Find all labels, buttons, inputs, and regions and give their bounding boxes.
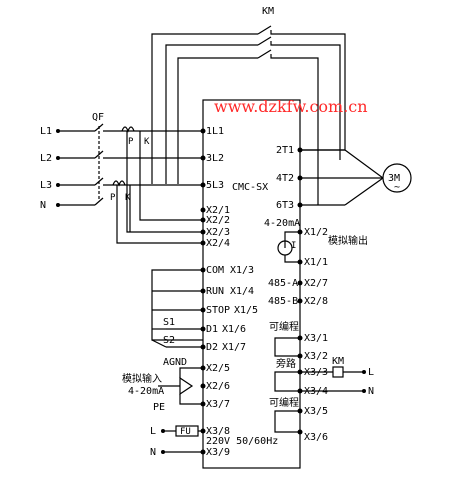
km-coil bbox=[332, 366, 344, 378]
power-l: L bbox=[150, 426, 156, 437]
term-d2: D2 bbox=[206, 342, 218, 353]
power-n: N bbox=[150, 447, 156, 458]
term-x25: X2/5 bbox=[206, 363, 230, 374]
mains-n: N bbox=[40, 200, 46, 211]
term-stop: STOP bbox=[206, 305, 230, 316]
term-x11: X1/1 bbox=[304, 257, 328, 268]
km-top-label: KM bbox=[262, 6, 274, 17]
ct-p2-label: P bbox=[110, 193, 116, 203]
term-x23: X2/3 bbox=[206, 227, 230, 238]
motor-label: 3M bbox=[388, 173, 400, 184]
term-x12: X1/2 bbox=[304, 227, 328, 238]
term-x21: X2/1 bbox=[206, 205, 230, 216]
analog-out-label: 模拟输出 bbox=[328, 234, 368, 247]
analog-in-ma: 4-20mA bbox=[128, 386, 164, 397]
term-x24: X2/4 bbox=[206, 238, 230, 249]
prog2-label: 可编程 bbox=[269, 396, 299, 409]
supply-label: 220V 50/60Hz bbox=[206, 436, 278, 447]
term-x36: X3/6 bbox=[304, 432, 328, 443]
term-x32: X3/2 bbox=[304, 351, 328, 362]
s1-label: S1 bbox=[163, 317, 175, 328]
watermark: www.dzkfw.com.cn bbox=[214, 97, 368, 116]
km-line-1 bbox=[151, 33, 258, 184]
term-x14: X1/4 bbox=[230, 286, 254, 297]
term-x28: X2/8 bbox=[304, 296, 328, 307]
term-2t1: 2T1 bbox=[276, 145, 294, 156]
out-n: N bbox=[368, 386, 374, 397]
analog-out-ma: 4-20mA bbox=[264, 218, 300, 229]
term-x26: X2/6 bbox=[206, 381, 230, 392]
term-run: RUN bbox=[206, 286, 224, 297]
term-d1: D1 bbox=[206, 324, 218, 335]
analog-in-label: 模拟输入 bbox=[122, 372, 162, 385]
mains-l2: L2 bbox=[40, 153, 52, 164]
mains-l3: L3 bbox=[40, 180, 52, 191]
km-bypass-label: KM bbox=[332, 356, 344, 367]
term-6t3: 6T3 bbox=[276, 200, 294, 211]
out-l: L bbox=[368, 367, 374, 378]
agnd-label: AGND bbox=[163, 357, 187, 368]
prog1-label: 可编程 bbox=[269, 320, 299, 333]
motor-symbol: ~ bbox=[394, 182, 400, 193]
term-com: COM bbox=[206, 265, 224, 276]
term-x31: X3/1 bbox=[304, 333, 328, 344]
term-x35: X3/5 bbox=[304, 406, 328, 417]
term-1l1: 1L1 bbox=[206, 126, 224, 137]
term-485a: 485-A bbox=[268, 278, 298, 289]
term-x33: X3/3 bbox=[304, 367, 328, 378]
term-x39: X3/9 bbox=[206, 447, 230, 458]
term-485b: 485-B bbox=[268, 296, 298, 307]
term-x22: X2/2 bbox=[206, 215, 230, 226]
term-x17: X1/7 bbox=[222, 342, 246, 353]
term-x37: X3/7 bbox=[206, 399, 230, 410]
s2-label: S2 bbox=[163, 335, 175, 346]
mains-l1: L1 bbox=[40, 126, 52, 137]
pe-label: PE bbox=[153, 402, 165, 413]
term-x27: X2/7 bbox=[304, 278, 328, 289]
term-x34: X3/4 bbox=[304, 386, 328, 397]
fu-label: FU bbox=[180, 427, 191, 437]
km-line-2 bbox=[165, 44, 258, 184]
term-x16: X1/6 bbox=[222, 324, 246, 335]
km-line-3 bbox=[177, 57, 258, 184]
analog-out-i: I bbox=[291, 241, 296, 251]
term-5l3: 5L3 bbox=[206, 180, 224, 191]
bypass-label: 旁路 bbox=[276, 357, 296, 370]
ct-k-label: K bbox=[144, 137, 150, 147]
term-3l2: 3L2 bbox=[206, 153, 224, 164]
term-x15: X1/5 bbox=[234, 305, 258, 316]
device-name: CMC-SX bbox=[232, 182, 268, 193]
ct-p-label: P bbox=[128, 137, 134, 147]
ct-k2-label: K bbox=[125, 193, 131, 203]
qf-label: QF bbox=[92, 112, 104, 123]
term-x13: X1/3 bbox=[230, 265, 254, 276]
term-4t2: 4T2 bbox=[276, 173, 294, 184]
motor-circle bbox=[382, 163, 412, 193]
term-x38: X3/8 bbox=[206, 426, 230, 437]
